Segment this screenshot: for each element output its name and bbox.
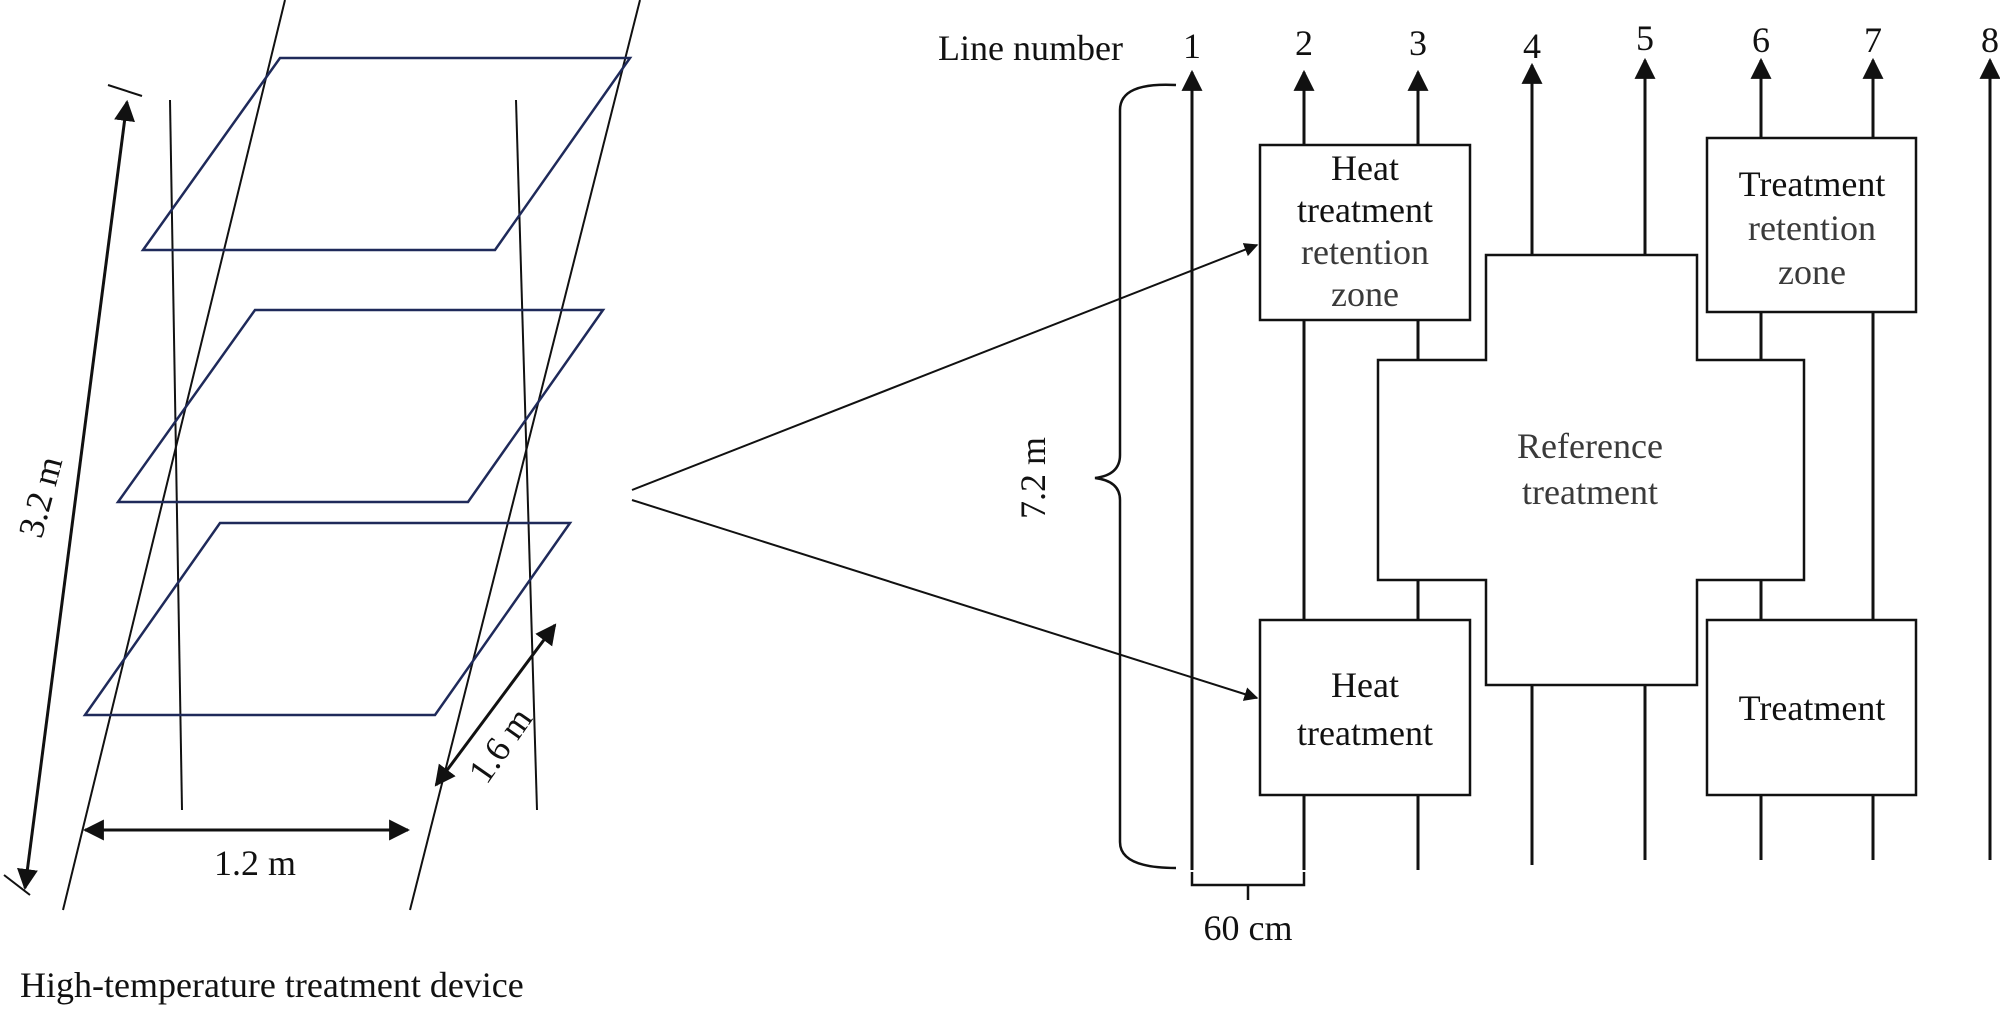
reference-treatment-label-line1: Reference [1517,426,1663,466]
line-number-label: Line number [938,28,1123,68]
zoom-connectors [631,243,1259,701]
line-numbers: 1 2 3 4 5 6 7 8 [1183,18,1999,66]
treatment-label: Treatment [1739,688,1886,728]
line-number-3: 3 [1409,23,1427,63]
spacing-bracket [1190,872,1306,900]
heat-retention-label-line1: Heat [1331,148,1399,188]
heat-treatment-label-line1: Heat [1331,665,1399,705]
device-caption: High-temperature treatment device [20,965,524,1005]
line-number-6: 6 [1752,20,1770,60]
field-layout: Line number 1 2 3 4 5 6 7 8 Reference tr… [938,18,2000,948]
width-dimension-label: 1.2 m [214,843,296,883]
height-dimension-tick-top [107,84,143,97]
device-posts [62,0,641,911]
length-brace [1094,83,1177,870]
heat-treatment-label-line2: treatment [1297,713,1433,753]
heat-retention-label-line2: treatment [1297,190,1433,230]
device-frame-top [140,56,633,252]
treatment-retention-label-line2: retention [1748,208,1876,248]
line-number-2: 2 [1295,23,1313,63]
treatment-retention-zone [1705,136,1918,314]
length-dimension-label: 7.2 m [1013,437,1053,519]
line-number-4: 4 [1523,26,1541,66]
treatment-retention-label-line1: Treatment [1739,164,1886,204]
treatment-device: 3.2 m 1.2 m 1.6 m High-temperature treat… [3,0,641,1005]
height-dimension-tick-bottom [3,874,31,896]
device-post-front-left [62,0,286,911]
device-frame-middle [115,308,606,504]
device-dimensions [3,84,557,896]
reference-treatment-zone [1376,253,1806,687]
reference-treatment-label-line2: treatment [1522,472,1658,512]
device-frames [82,56,633,717]
spacing-dimension-label: 60 cm [1204,908,1293,948]
height-dimension-arrow [17,99,135,891]
zoom-line-lower [631,499,1259,701]
heat-retention-label-line4: zone [1331,274,1399,314]
device-post-back-left [169,99,183,811]
line-number-1: 1 [1183,26,1201,66]
heat-treatment-zone [1258,618,1472,797]
line-number-7: 7 [1864,20,1882,60]
treatment-retention-label-line3: zone [1778,252,1846,292]
device-frame-bottom [82,521,573,717]
zoom-line-upper [631,243,1259,491]
depth-dimension-label: 1.6 m [460,700,540,790]
height-dimension-label: 3.2 m [10,452,70,542]
heat-retention-zone [1258,143,1472,322]
line-number-8: 8 [1981,20,1999,60]
heat-retention-label-line3: retention [1301,232,1429,272]
depth-dimension-arrow [434,623,557,787]
line-number-5: 5 [1636,18,1654,58]
treatment-zone [1705,618,1918,797]
